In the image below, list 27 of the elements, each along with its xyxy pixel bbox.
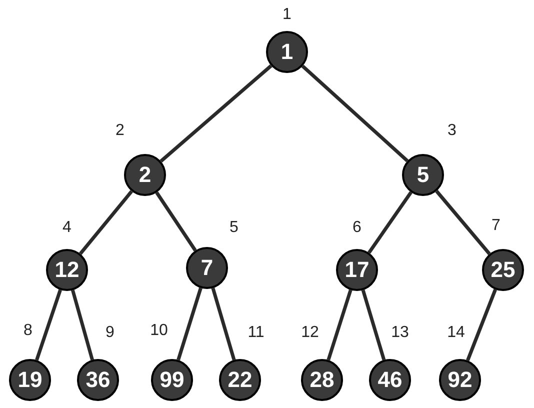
tree-edge [155,192,197,252]
tree-edge [176,288,202,360]
index-label: 6 [352,220,362,236]
index-label: 4 [62,220,72,236]
index-label: 12 [301,325,319,341]
tree-edge [160,64,272,163]
tree-edge [368,191,412,254]
index-label: 3 [448,123,456,139]
tree-edge [35,289,62,361]
tree-edge [326,289,352,361]
tree-edge [78,190,134,255]
index-label: 13 [391,325,409,341]
index-label: 2 [116,123,124,139]
index-label: 9 [106,325,114,341]
tree-edge [466,288,497,362]
tree-edge [435,190,491,256]
tree-edge [71,290,94,360]
tree-edge [301,64,409,162]
index-label: 11 [248,325,264,341]
index-label: 10 [150,323,168,339]
index-label: 1 [282,7,292,23]
index-label: 14 [447,325,465,341]
tree-edge [211,288,236,360]
index-label: 8 [24,323,32,339]
index-label: 5 [230,220,238,236]
index-label: 7 [492,218,500,234]
tree-edge [361,290,386,360]
